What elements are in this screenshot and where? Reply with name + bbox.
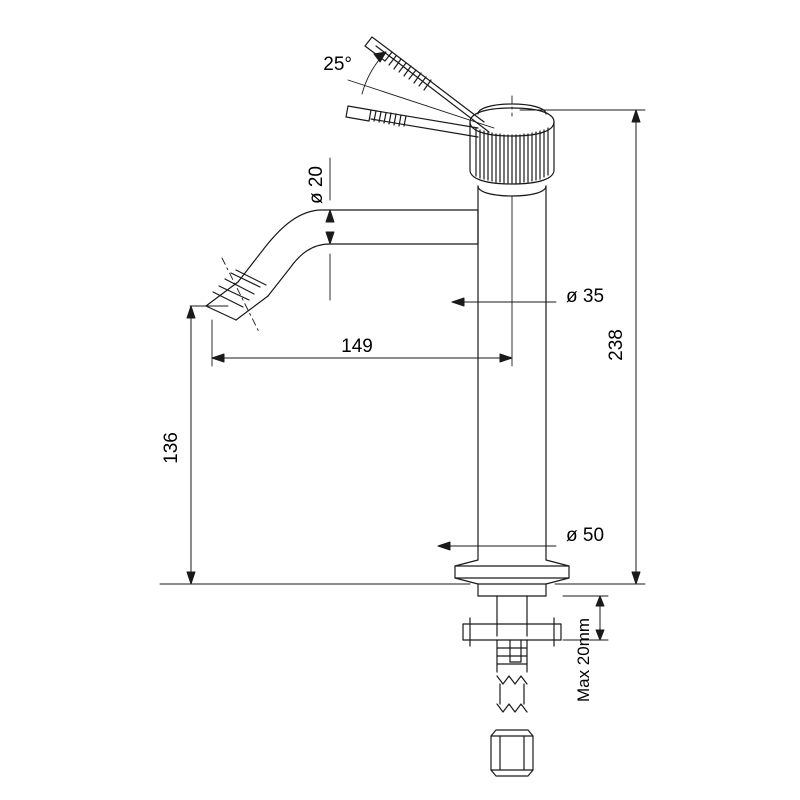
extension-lines: [159, 51, 646, 641]
spout: [205, 209, 479, 321]
dimension-total-height-238: 238: [606, 329, 627, 361]
dimension-body-d35: ø 35: [566, 286, 604, 307]
knurled-cap: [469, 103, 555, 185]
dimension-max-thickness-note: Max 20mm: [574, 618, 593, 702]
dimension-spout-reach-149: 149: [341, 336, 373, 357]
base-flange: [454, 559, 570, 597]
lever-handle-raised: [364, 36, 490, 133]
mounting-shank-assembly: [462, 595, 562, 777]
dimension-angle-25: 25°: [323, 54, 352, 75]
dimension-base-d50: ø 50: [566, 525, 604, 546]
dimension-spout-height-136: 136: [161, 432, 182, 464]
centre-lines: [221, 95, 513, 335]
dimension-spout-bore-d20: ø 20: [306, 166, 327, 204]
lever-handle-lowered: [345, 105, 479, 138]
dimension-lines: [186, 51, 641, 641]
